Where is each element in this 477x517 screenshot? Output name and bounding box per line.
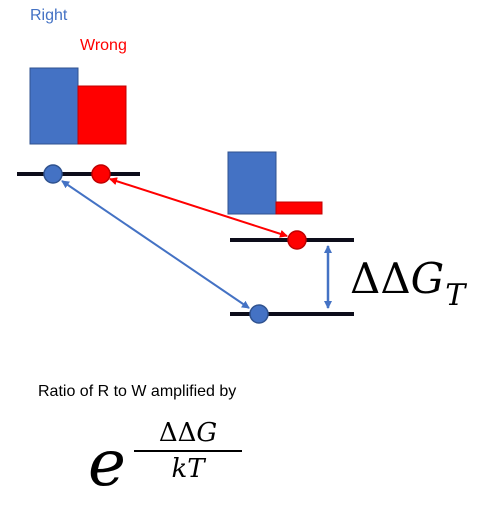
left-wrong-population-bar <box>77 85 127 145</box>
right-transition-arrow <box>61 180 250 309</box>
energy-gap-label: ΔΔGT <box>350 254 465 313</box>
formula-base: e <box>88 427 126 501</box>
right-wrong-population-bar <box>275 201 323 215</box>
lower-right-state-circle <box>249 304 269 324</box>
formula-denominator-text: kT <box>171 454 205 484</box>
formula-exponent-fraction: ΔΔG kT <box>128 418 248 484</box>
left-wrong-state-circle <box>91 164 111 184</box>
right-right-population-bar <box>227 151 277 215</box>
energy-gap-subscript: T <box>445 278 466 313</box>
left-right-population-bar <box>29 67 79 145</box>
formula-numerator-variable: G <box>196 418 218 448</box>
upper-wrong-state-circle <box>287 230 307 250</box>
energy-gap-symbol: ΔΔ <box>350 254 411 303</box>
energy-gap-variable: G <box>410 254 445 303</box>
formula-fraction-bar <box>134 450 242 452</box>
ratio-caption: Ratio of R to W amplified by <box>38 383 237 400</box>
formula-numerator: ΔΔG <box>128 418 248 448</box>
left-right-state-circle <box>43 164 63 184</box>
formula-denominator: kT <box>128 454 248 484</box>
legend-right-label: Right <box>30 7 68 24</box>
formula-numerator-symbol: ΔΔ <box>158 418 197 448</box>
legend-wrong-label: Wrong <box>80 37 127 54</box>
